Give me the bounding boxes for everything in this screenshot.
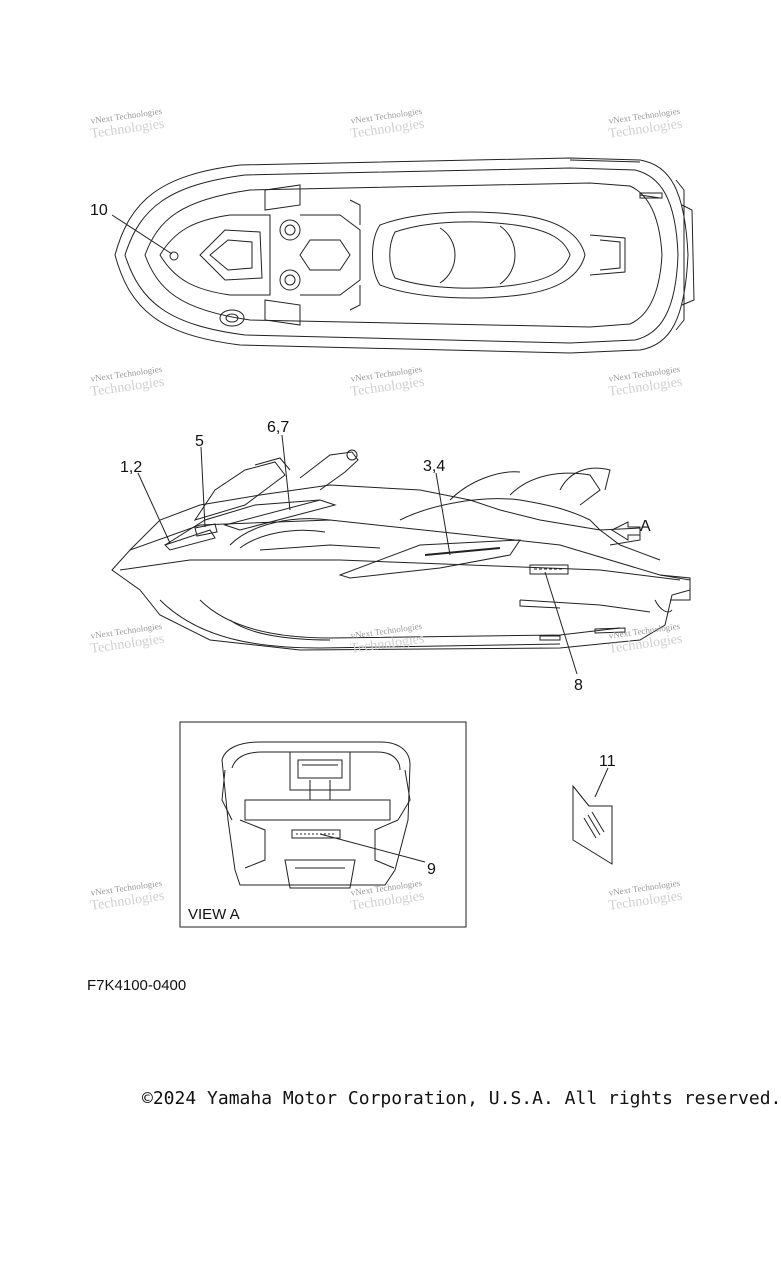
callout-8: 8	[574, 677, 583, 694]
leader-lines	[111, 214, 609, 863]
view-a-panel	[179, 721, 467, 928]
view-a-label: VIEW A	[188, 906, 240, 923]
callout-a: A	[640, 518, 651, 535]
item-11-sticker	[572, 784, 613, 865]
top-view-watercraft	[114, 157, 695, 354]
callout-labels: 10 1,2 5 6,7 3,4 A 8 9 11 VIEW A	[90, 202, 651, 923]
callout-10: 10	[90, 202, 108, 219]
side-view-watercraft	[111, 449, 691, 651]
diagram-part-code: F7K4100-0400	[87, 977, 187, 994]
copyright-notice: ©2024 Yamaha Motor Corporation, U.S.A. A…	[142, 1088, 781, 1109]
callout-5: 5	[195, 433, 204, 450]
watermarks: Technologies vNext Technologies Technolo…	[90, 106, 684, 914]
callout-9: 9	[427, 861, 436, 878]
callout-1-2: 1,2	[120, 459, 142, 476]
callout-11: 11	[599, 753, 616, 770]
callout-3-4: 3,4	[423, 458, 445, 475]
callout-6-7: 6,7	[267, 419, 289, 436]
